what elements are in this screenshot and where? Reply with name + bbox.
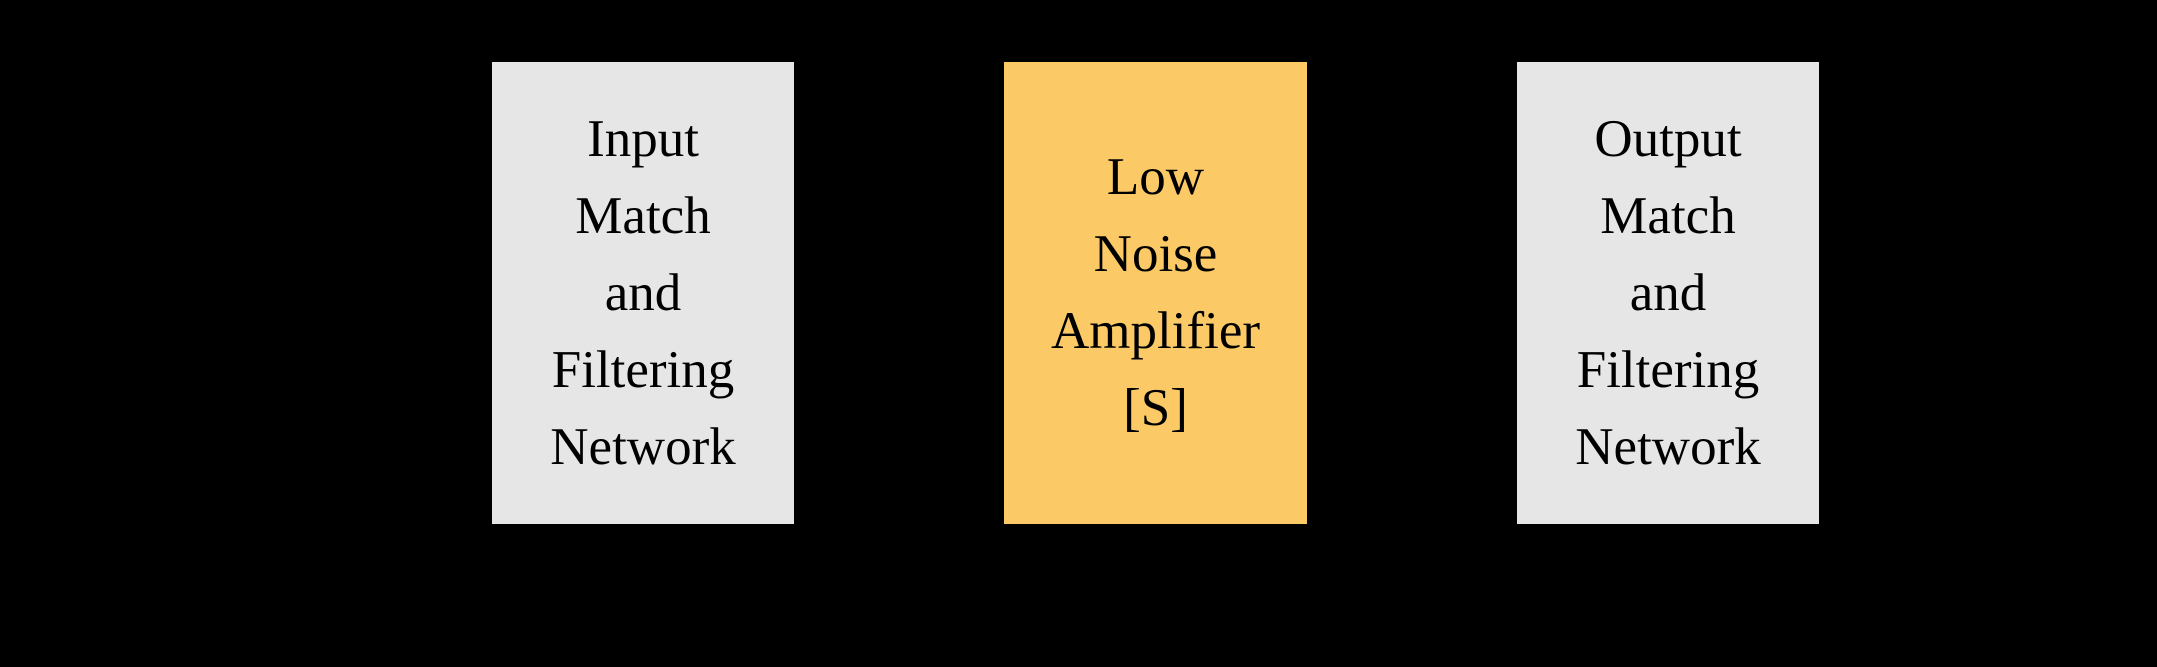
block-text-line: and xyxy=(1629,263,1707,322)
block-text-line: Network xyxy=(550,417,736,476)
block-text-line: Amplifier xyxy=(1051,302,1260,360)
input-match-filtering-network-block: Input Match and Filtering Network xyxy=(492,62,794,524)
block-text-line: Filtering xyxy=(551,340,735,399)
block-text-line: Low xyxy=(1106,148,1205,206)
block-text-line: Match xyxy=(1600,186,1736,245)
block-text-line: Noise xyxy=(1093,225,1218,283)
block-text-line: Input xyxy=(587,109,699,168)
output-match-filtering-network-block: Output Match and Filtering Network xyxy=(1517,62,1819,524)
low-noise-amplifier-block: Low Noise Amplifier [S] xyxy=(1004,62,1307,524)
block-text-line: Match xyxy=(575,186,711,245)
block-text-line: Output xyxy=(1594,109,1742,168)
block-text-line: Filtering xyxy=(1576,340,1760,399)
block-text-line: and xyxy=(604,263,682,322)
block-text-line: Network xyxy=(1575,417,1761,476)
block-text-line: [S] xyxy=(1123,379,1188,437)
